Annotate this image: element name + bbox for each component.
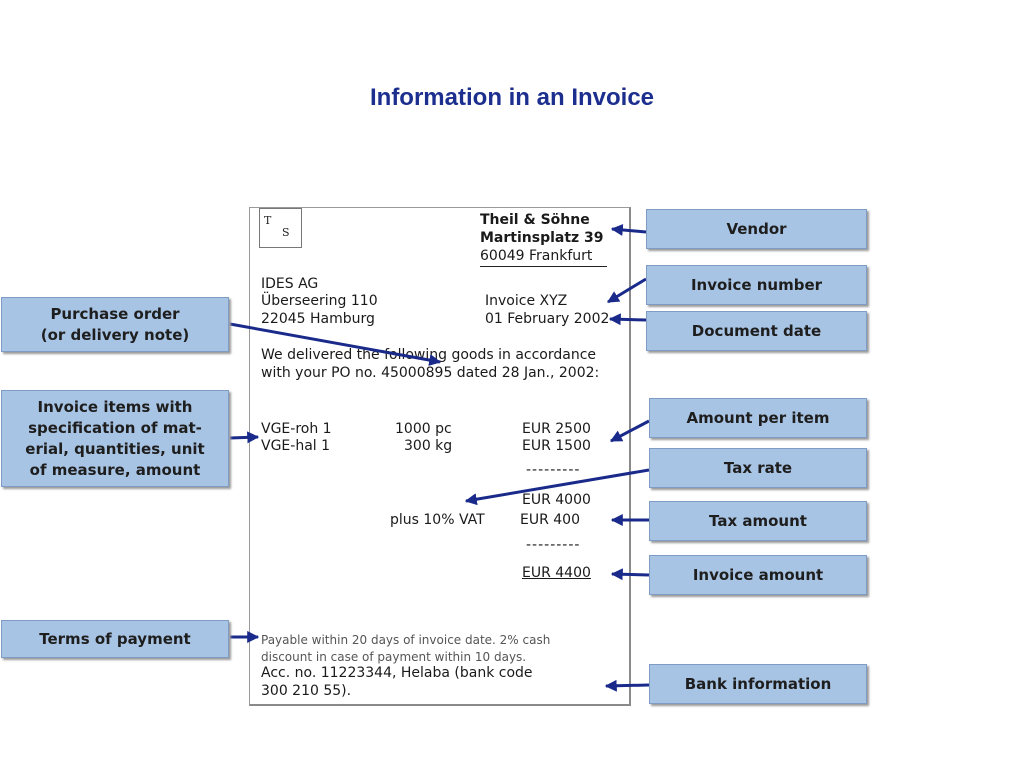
- item-2-material: VGE-hal 1: [261, 438, 331, 454]
- vendor-logo: T S: [259, 208, 302, 248]
- arrow-invoice-amount: [610, 568, 650, 581]
- label-terms-of-payment: Terms of payment: [1, 620, 229, 658]
- arrow-vendor: [610, 223, 647, 236]
- label-purchase-order-line-2: (or delivery note): [40, 325, 190, 344]
- intro-line-2: with your PO no. 45000895 dated 28 Jan.,…: [261, 365, 600, 381]
- item-1-amount: EUR 2500: [522, 421, 591, 437]
- item-1-material: VGE-roh 1: [261, 421, 332, 437]
- customer-street: Überseering 110: [261, 293, 378, 309]
- subtotal-amount: EUR 4000: [522, 492, 591, 508]
- separator-dashes-1: ---------: [526, 462, 581, 478]
- arrow-purchase-order: [229, 322, 442, 366]
- page-title: Information in an Invoice: [369, 84, 655, 111]
- logo-letter-t: T: [264, 214, 272, 227]
- label-items-line-1: Invoice items with: [37, 397, 193, 416]
- vendor-street: Martinsplatz 39: [480, 230, 604, 246]
- invoice-document: [249, 207, 631, 706]
- bank-info-line-2: 300 210 55).: [261, 683, 352, 699]
- arrow-amount-per-item: [609, 419, 650, 443]
- total-amount: EUR 4400: [522, 565, 591, 581]
- arrow-document-date: [608, 313, 647, 326]
- invoice-date-text: 01 February 2002: [485, 311, 610, 327]
- label-invoice-amount: Invoice amount: [649, 555, 867, 595]
- logo-letter-s: S: [282, 226, 290, 239]
- arrow-bank-information: [604, 679, 650, 692]
- label-purchase-order: Purchase order (or delivery note): [1, 297, 229, 352]
- item-2-quantity: 300 kg: [404, 438, 453, 454]
- item-1-quantity: 1000 pc: [395, 421, 452, 437]
- invoice-number-text: Invoice XYZ: [485, 293, 568, 309]
- separator-dashes-2: ---------: [526, 537, 581, 553]
- label-items-line-2: specification of mat-: [28, 418, 202, 437]
- label-invoice-items: Invoice items with specification of mat-…: [1, 390, 229, 487]
- vendor-underline: [480, 266, 607, 267]
- vat-label: plus 10% VAT: [390, 512, 485, 528]
- payment-terms-line-2: discount in case of payment within 10 da…: [261, 650, 527, 664]
- customer-name: IDES AG: [261, 276, 319, 292]
- label-amount-per-item: Amount per item: [649, 398, 867, 438]
- arrow-invoice-items: [229, 431, 260, 444]
- payment-terms-line-1: Payable within 20 days of invoice date. …: [261, 633, 551, 647]
- vendor-name: Theil & Söhne: [480, 212, 590, 228]
- vendor-city: 60049 Frankfurt: [480, 248, 593, 264]
- arrow-invoice-number: [606, 277, 647, 304]
- label-purchase-order-line-1: Purchase order: [50, 304, 180, 323]
- label-invoice-number: Invoice number: [646, 265, 867, 305]
- label-tax-rate: Tax rate: [649, 448, 867, 488]
- label-document-date: Document date: [646, 311, 867, 351]
- label-tax-amount: Tax amount: [649, 501, 867, 541]
- label-bank-information: Bank information: [649, 664, 867, 704]
- arrow-tax-rate: [464, 468, 650, 506]
- vat-amount: EUR 400: [520, 512, 580, 528]
- label-items-line-4: of measure, amount: [29, 460, 201, 479]
- bank-info-line-1: Acc. no. 11223344, Helaba (bank code: [261, 665, 533, 681]
- label-vendor: Vendor: [646, 209, 867, 249]
- item-2-amount: EUR 1500: [522, 438, 591, 454]
- customer-city: 22045 Hamburg: [261, 311, 375, 327]
- label-items-line-3: erial, quantities, unit: [25, 439, 205, 458]
